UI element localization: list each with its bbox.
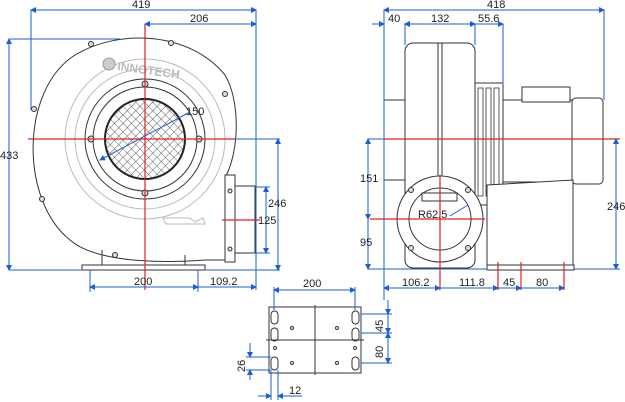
dim-slot-length: 26 xyxy=(236,360,248,372)
inlet-stub xyxy=(383,99,407,181)
dim-base-3: 45 xyxy=(503,277,515,289)
dim-inlet-diameter: 150 xyxy=(186,106,204,118)
dim-overall-length: 418 xyxy=(487,0,505,11)
dim-base-2: 111.8 xyxy=(459,277,485,289)
dim-center-to-outlet: 206 xyxy=(190,13,208,25)
dim-slot-spacing-2: 80 xyxy=(374,346,386,358)
dim-overall-height: 433 xyxy=(0,150,18,162)
dim-outlet-radius: R62.5 xyxy=(418,209,447,221)
dim-base-4: 80 xyxy=(536,277,548,289)
terminal-box xyxy=(521,86,571,103)
front-view: INNOTECH 419 206 433 150 246 125 200 109… xyxy=(0,0,286,292)
mounting-slots xyxy=(270,310,360,371)
motor-body xyxy=(502,99,574,183)
dim-base-1: 106.2 xyxy=(402,277,430,289)
dim-side-center-height: 246 xyxy=(607,201,625,213)
dim-slot-width: 12 xyxy=(289,385,301,397)
dim-overall-width: 419 xyxy=(132,0,150,11)
motor-support xyxy=(486,179,574,267)
dim-inlet-stub: 40 xyxy=(388,13,400,25)
side-view: 418 40 132 55.6 151 95 246 R62.5 106.2 1… xyxy=(360,0,625,300)
dim-slot-spacing-1: 45 xyxy=(374,320,386,332)
base-plate-view: 200 45 80 26 12 xyxy=(236,278,392,400)
side-base xyxy=(486,264,575,271)
dim-outlet-above-center: 151 xyxy=(360,173,378,185)
dim-base-to-center: 200 xyxy=(134,276,152,288)
dim-outlet-center-height: 95 xyxy=(360,237,372,249)
front-base xyxy=(81,264,206,271)
motor-endcap xyxy=(571,97,604,185)
dim-center-height: 246 xyxy=(268,198,286,210)
dim-plate-width: 200 xyxy=(303,278,321,290)
dim-housing-width: 132 xyxy=(431,13,449,25)
dim-outlet-height: 125 xyxy=(258,215,276,227)
dim-center-to-outlet-face: 109.2 xyxy=(210,276,238,288)
dim-fin-width: 55.6 xyxy=(478,13,499,25)
